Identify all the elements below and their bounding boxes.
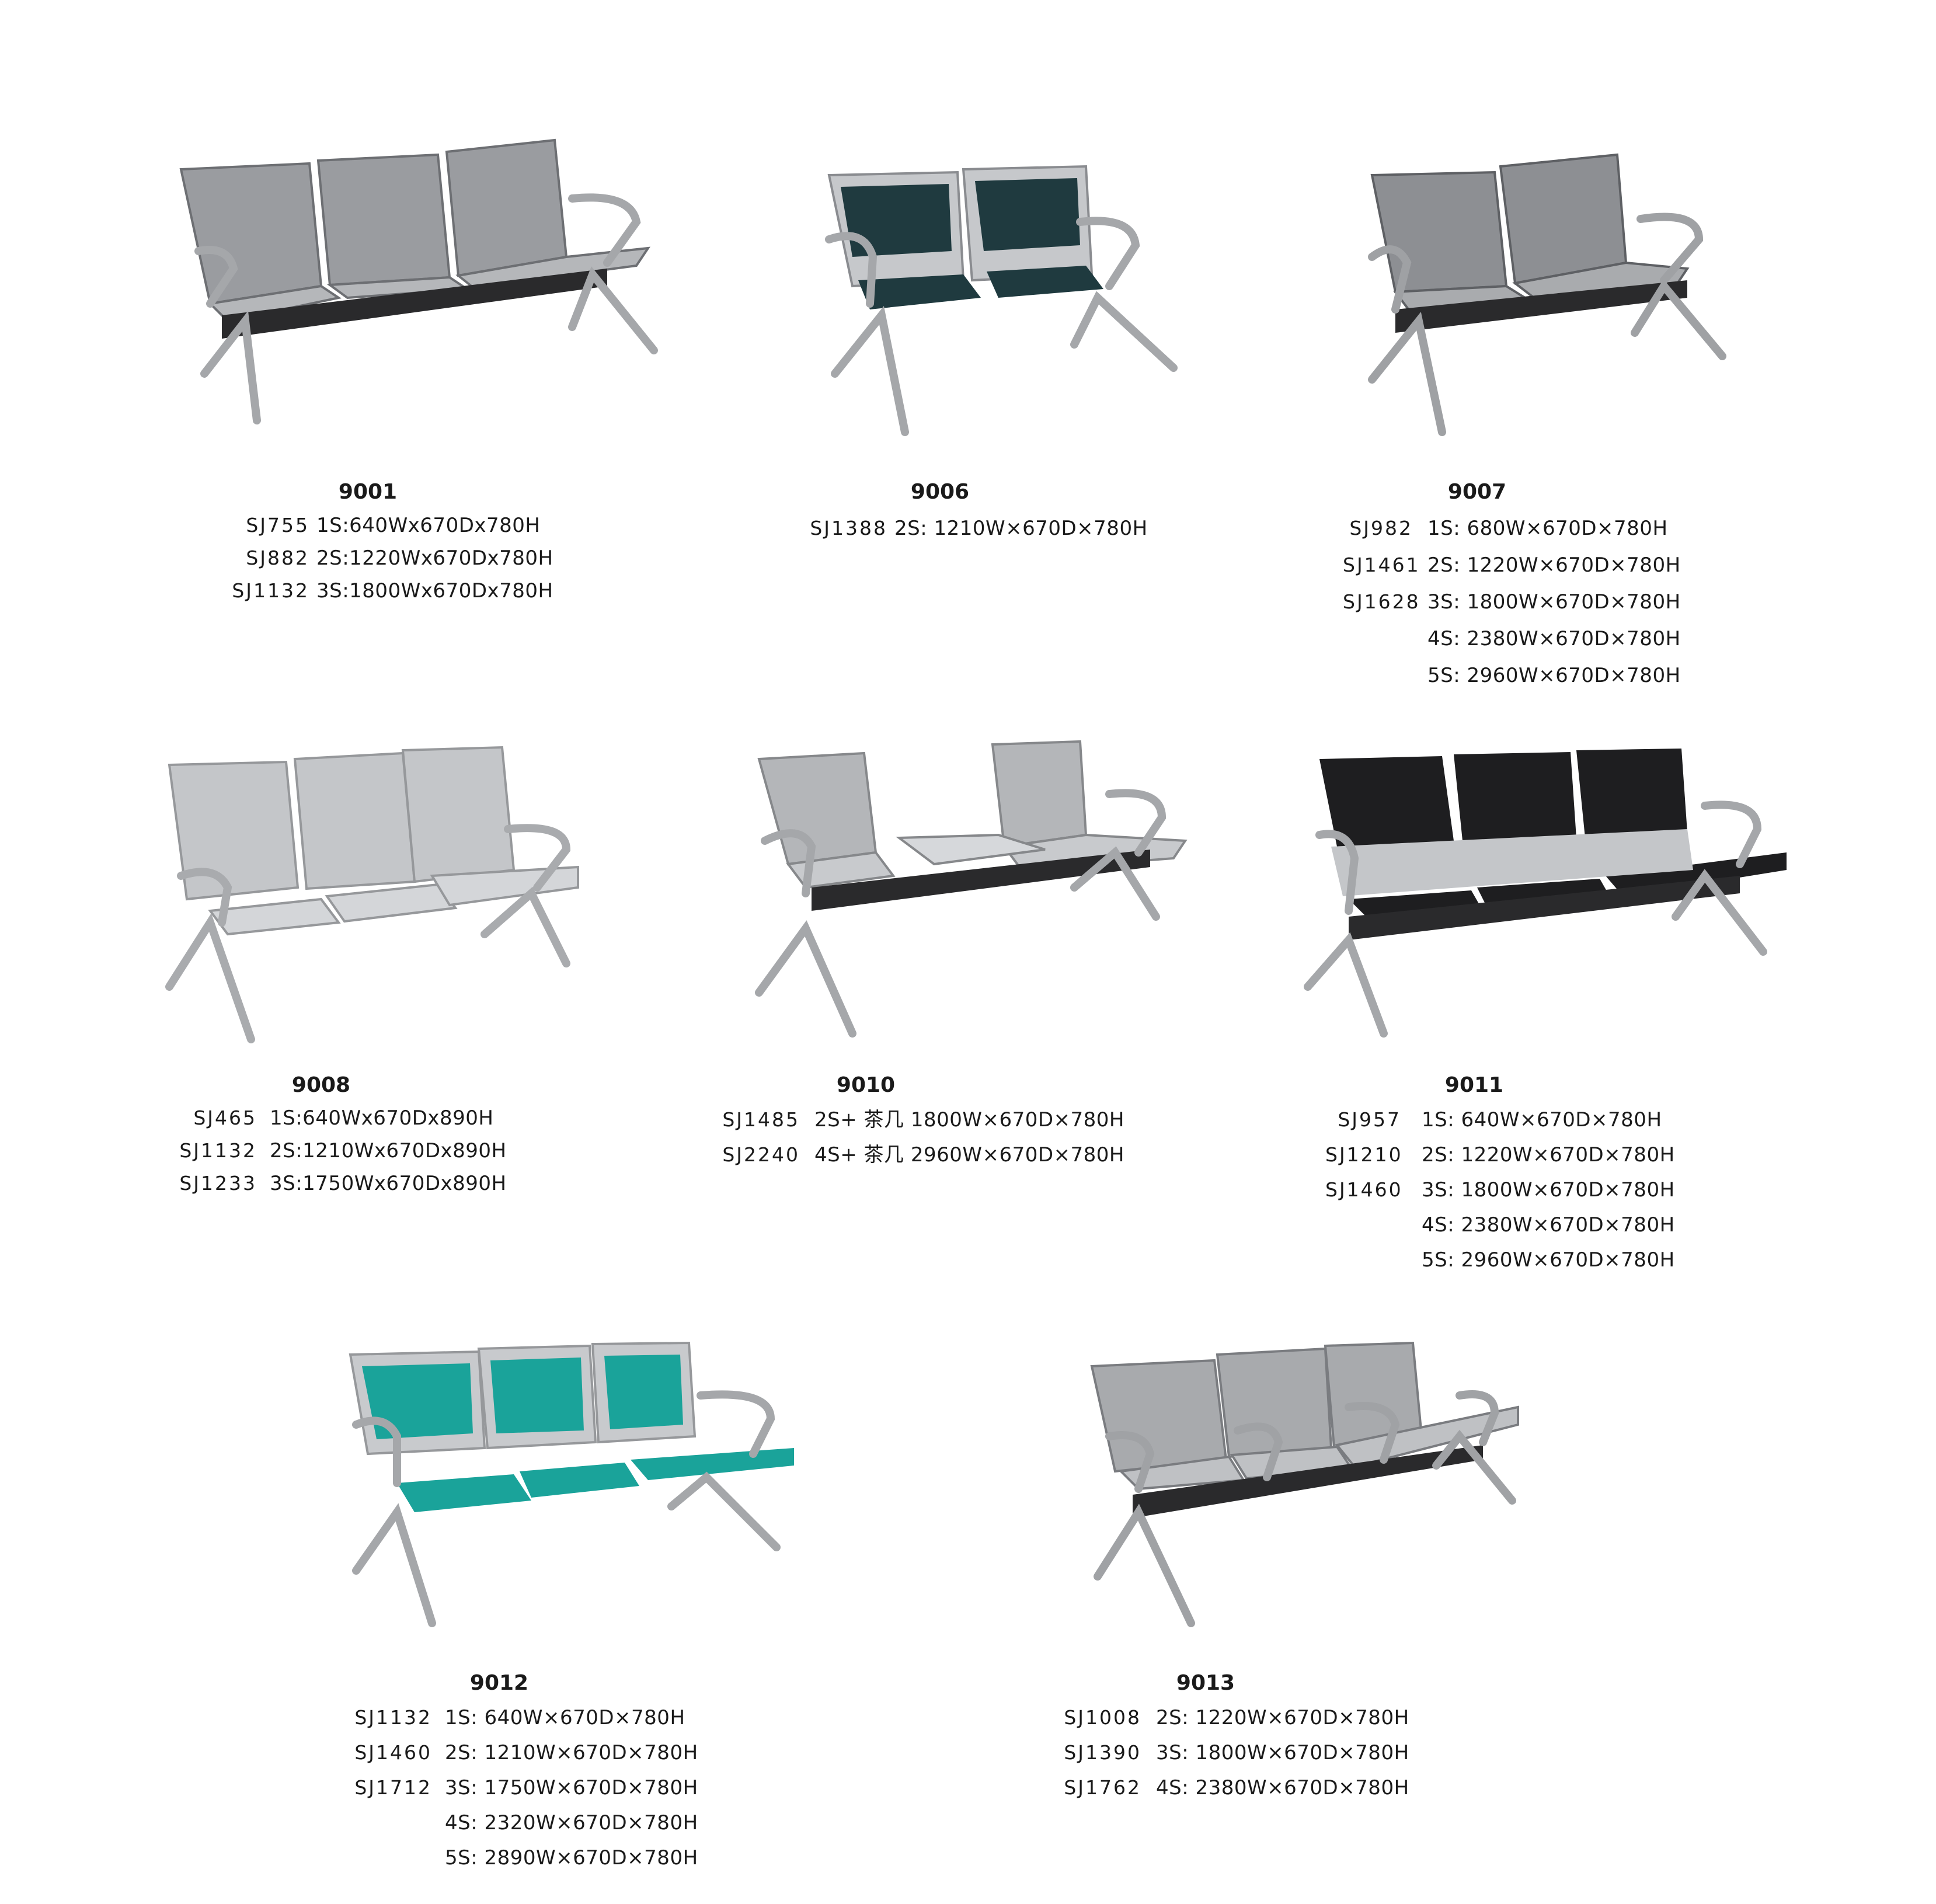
size-spec: 3S: 1800W×670D×780H	[1427, 590, 1681, 614]
sku-code: SJ957	[1338, 1108, 1401, 1131]
size-spec: 3S:1750Wx670Dx890H	[270, 1172, 507, 1195]
chair-image-9013	[1090, 1341, 1519, 1627]
sku-code: SJ1390	[1064, 1741, 1141, 1764]
model-number: 9001	[338, 480, 398, 504]
sku-code: SJ755	[246, 514, 309, 537]
chair-image-9007	[1368, 153, 1726, 436]
model-number: 9006	[910, 480, 970, 504]
model-number: 9011	[1444, 1073, 1504, 1097]
size-spec: 4S: 2320W×670D×780H	[445, 1811, 698, 1835]
size-spec: 2S: 1220W×670D×780H	[1156, 1706, 1409, 1729]
size-spec: 1S: 680W×670D×780H	[1427, 517, 1668, 540]
size-spec: 5S: 2890W×670D×780H	[445, 1846, 698, 1870]
model-number: 9008	[291, 1073, 351, 1097]
tea-table	[896, 833, 1046, 866]
size-spec: 3S: 1800W×670D×780H	[1156, 1741, 1409, 1764]
size-spec: 2S: 1220W×670D×780H	[1427, 554, 1681, 577]
size-spec: 3S:1800Wx670Dx780H	[316, 579, 553, 603]
sku-code: SJ1132	[354, 1706, 432, 1729]
size-spec: 5S: 2960W×670D×780H	[1422, 1248, 1675, 1272]
size-spec: 2S+ 茶几 1800W×670D×780H	[814, 1108, 1124, 1132]
size-spec: 4S: 2380W×670D×780H	[1422, 1213, 1675, 1237]
size-spec: 3S: 1800W×670D×780H	[1422, 1178, 1675, 1202]
size-spec: 5S: 2960W×670D×780H	[1427, 664, 1681, 687]
size-spec: 2S: 1220W×670D×780H	[1422, 1143, 1675, 1167]
size-spec: 4S+ 茶几 2960W×670D×780H	[814, 1143, 1124, 1167]
chair-image-9010	[755, 740, 1188, 1038]
size-spec: 4S: 2380W×670D×780H	[1427, 627, 1681, 650]
model-number: 9007	[1447, 480, 1507, 504]
sku-code: SJ1233	[179, 1172, 257, 1195]
sku-code: SJ1132	[179, 1139, 257, 1162]
sku-code: SJ1628	[1343, 590, 1420, 613]
model-number: 9012	[469, 1671, 529, 1695]
chair-image-9006	[825, 165, 1178, 436]
sku-code: SJ1460	[354, 1741, 432, 1764]
sku-code: SJ1712	[354, 1776, 432, 1799]
model-number: 9010	[836, 1073, 896, 1097]
size-spec: 2S:1220Wx670Dx780H	[316, 547, 553, 570]
model-number: 9013	[1176, 1671, 1235, 1695]
seat-group	[179, 138, 651, 323]
sku-code: SJ1762	[1064, 1776, 1141, 1799]
size-spec: 2S: 1210W×670D×780H	[445, 1741, 698, 1764]
sku-code: SJ882	[246, 547, 309, 569]
size-spec: 1S: 640W×670D×780H	[1422, 1108, 1662, 1132]
chair-image-9011	[1304, 749, 1787, 1038]
sku-code: SJ1008	[1064, 1706, 1141, 1729]
sku-code: SJ1388	[810, 517, 887, 539]
upholstery	[362, 1355, 794, 1512]
size-spec: 1S: 640W×670D×780H	[445, 1706, 685, 1729]
sku-code: SJ1461	[1343, 554, 1420, 576]
sku-code: SJ465	[193, 1106, 257, 1129]
chair-image-9001	[179, 138, 658, 424]
sku-code: SJ982	[1349, 517, 1413, 539]
size-spec: 1S:640Wx670Dx890H	[270, 1106, 494, 1130]
size-spec: 4S: 2380W×670D×780H	[1156, 1776, 1409, 1799]
sku-code: SJ1460	[1325, 1178, 1403, 1201]
size-spec: 1S:640Wx670Dx780H	[316, 514, 541, 537]
size-spec: 2S:1210Wx670Dx890H	[270, 1139, 507, 1162]
sku-code: SJ1210	[1325, 1143, 1403, 1166]
size-spec: 3S: 1750W×670D×780H	[445, 1776, 698, 1799]
chair-image-9012	[349, 1341, 794, 1627]
sku-code: SJ1485	[722, 1108, 800, 1131]
size-spec: 2S: 1210W×670D×780H	[894, 517, 1148, 540]
chair-image-9008	[165, 746, 579, 1043]
upholstery	[841, 178, 1103, 309]
sku-code: SJ1132	[232, 579, 309, 602]
sku-code: SJ2240	[722, 1143, 800, 1166]
